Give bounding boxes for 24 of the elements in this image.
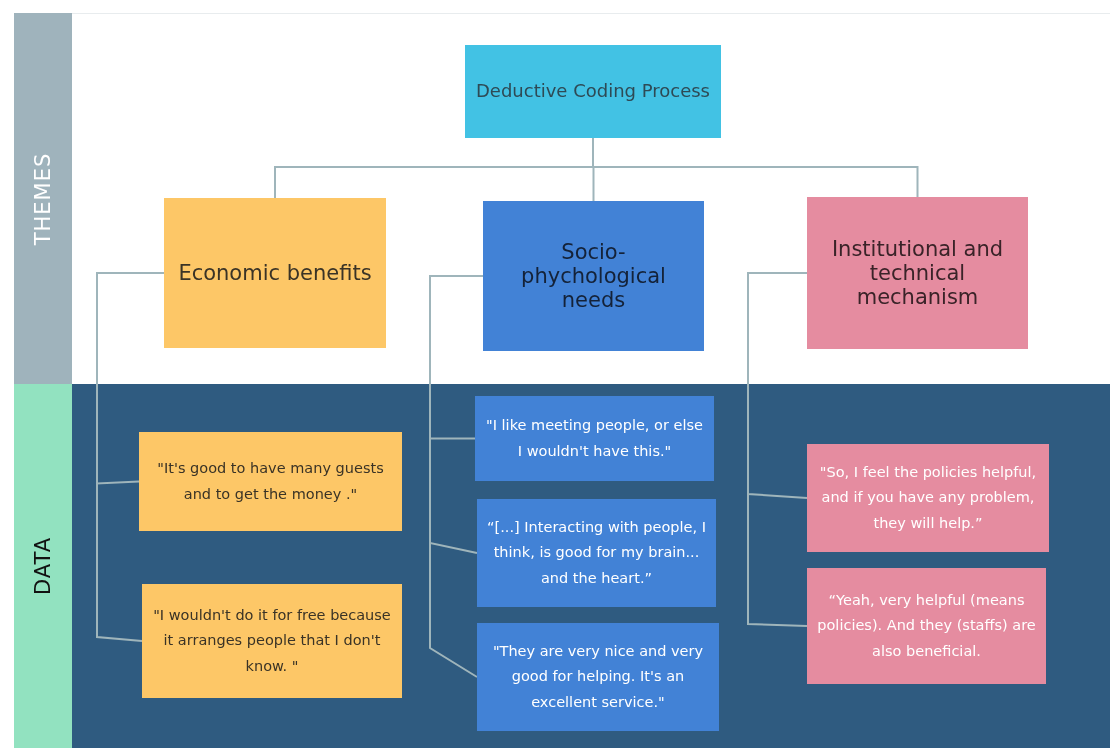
theme-text: Deductive Coding Process [476, 81, 710, 102]
section-label: DATA [31, 536, 55, 596]
quote-box [139, 432, 402, 531]
theme-text: Economic benefits [178, 260, 372, 286]
quote-text: "So, I feel the policies helpful, and if you have any problem, they will help.” [818, 462, 1038, 533]
quote-box [807, 568, 1046, 684]
quote-box [475, 396, 714, 481]
quote-text: “[...] Interacting with people, I think, is good for my brain... and the heart.” [487, 517, 706, 588]
theme-box [483, 201, 704, 351]
quote-text: "They are very nice and very good for helping. It's an excellent service." [491, 641, 705, 712]
quote-text: “Yeah, very helpful (means policies). And they (staffs) are also beneficial. [817, 590, 1036, 661]
quote-box [477, 623, 719, 731]
quote-text: "I like meeting people, or else I wouldn't have this." [485, 416, 704, 461]
theme-text: Socio-phychological needs [520, 239, 667, 313]
theme-text: Institutional and technical mechanism [830, 236, 1005, 310]
quote-box [142, 584, 402, 698]
theme-box [164, 198, 386, 348]
section-label: THEMES [31, 152, 55, 245]
quote-text: "It's good to have many guests and to get the money ." [156, 459, 385, 504]
root-box [465, 45, 721, 138]
quote-box [807, 444, 1049, 552]
quote-box [477, 499, 716, 607]
theme-box [807, 197, 1028, 349]
quote-text: "I wouldn't do it for free because it arranges people that I don't know. " [152, 605, 392, 676]
